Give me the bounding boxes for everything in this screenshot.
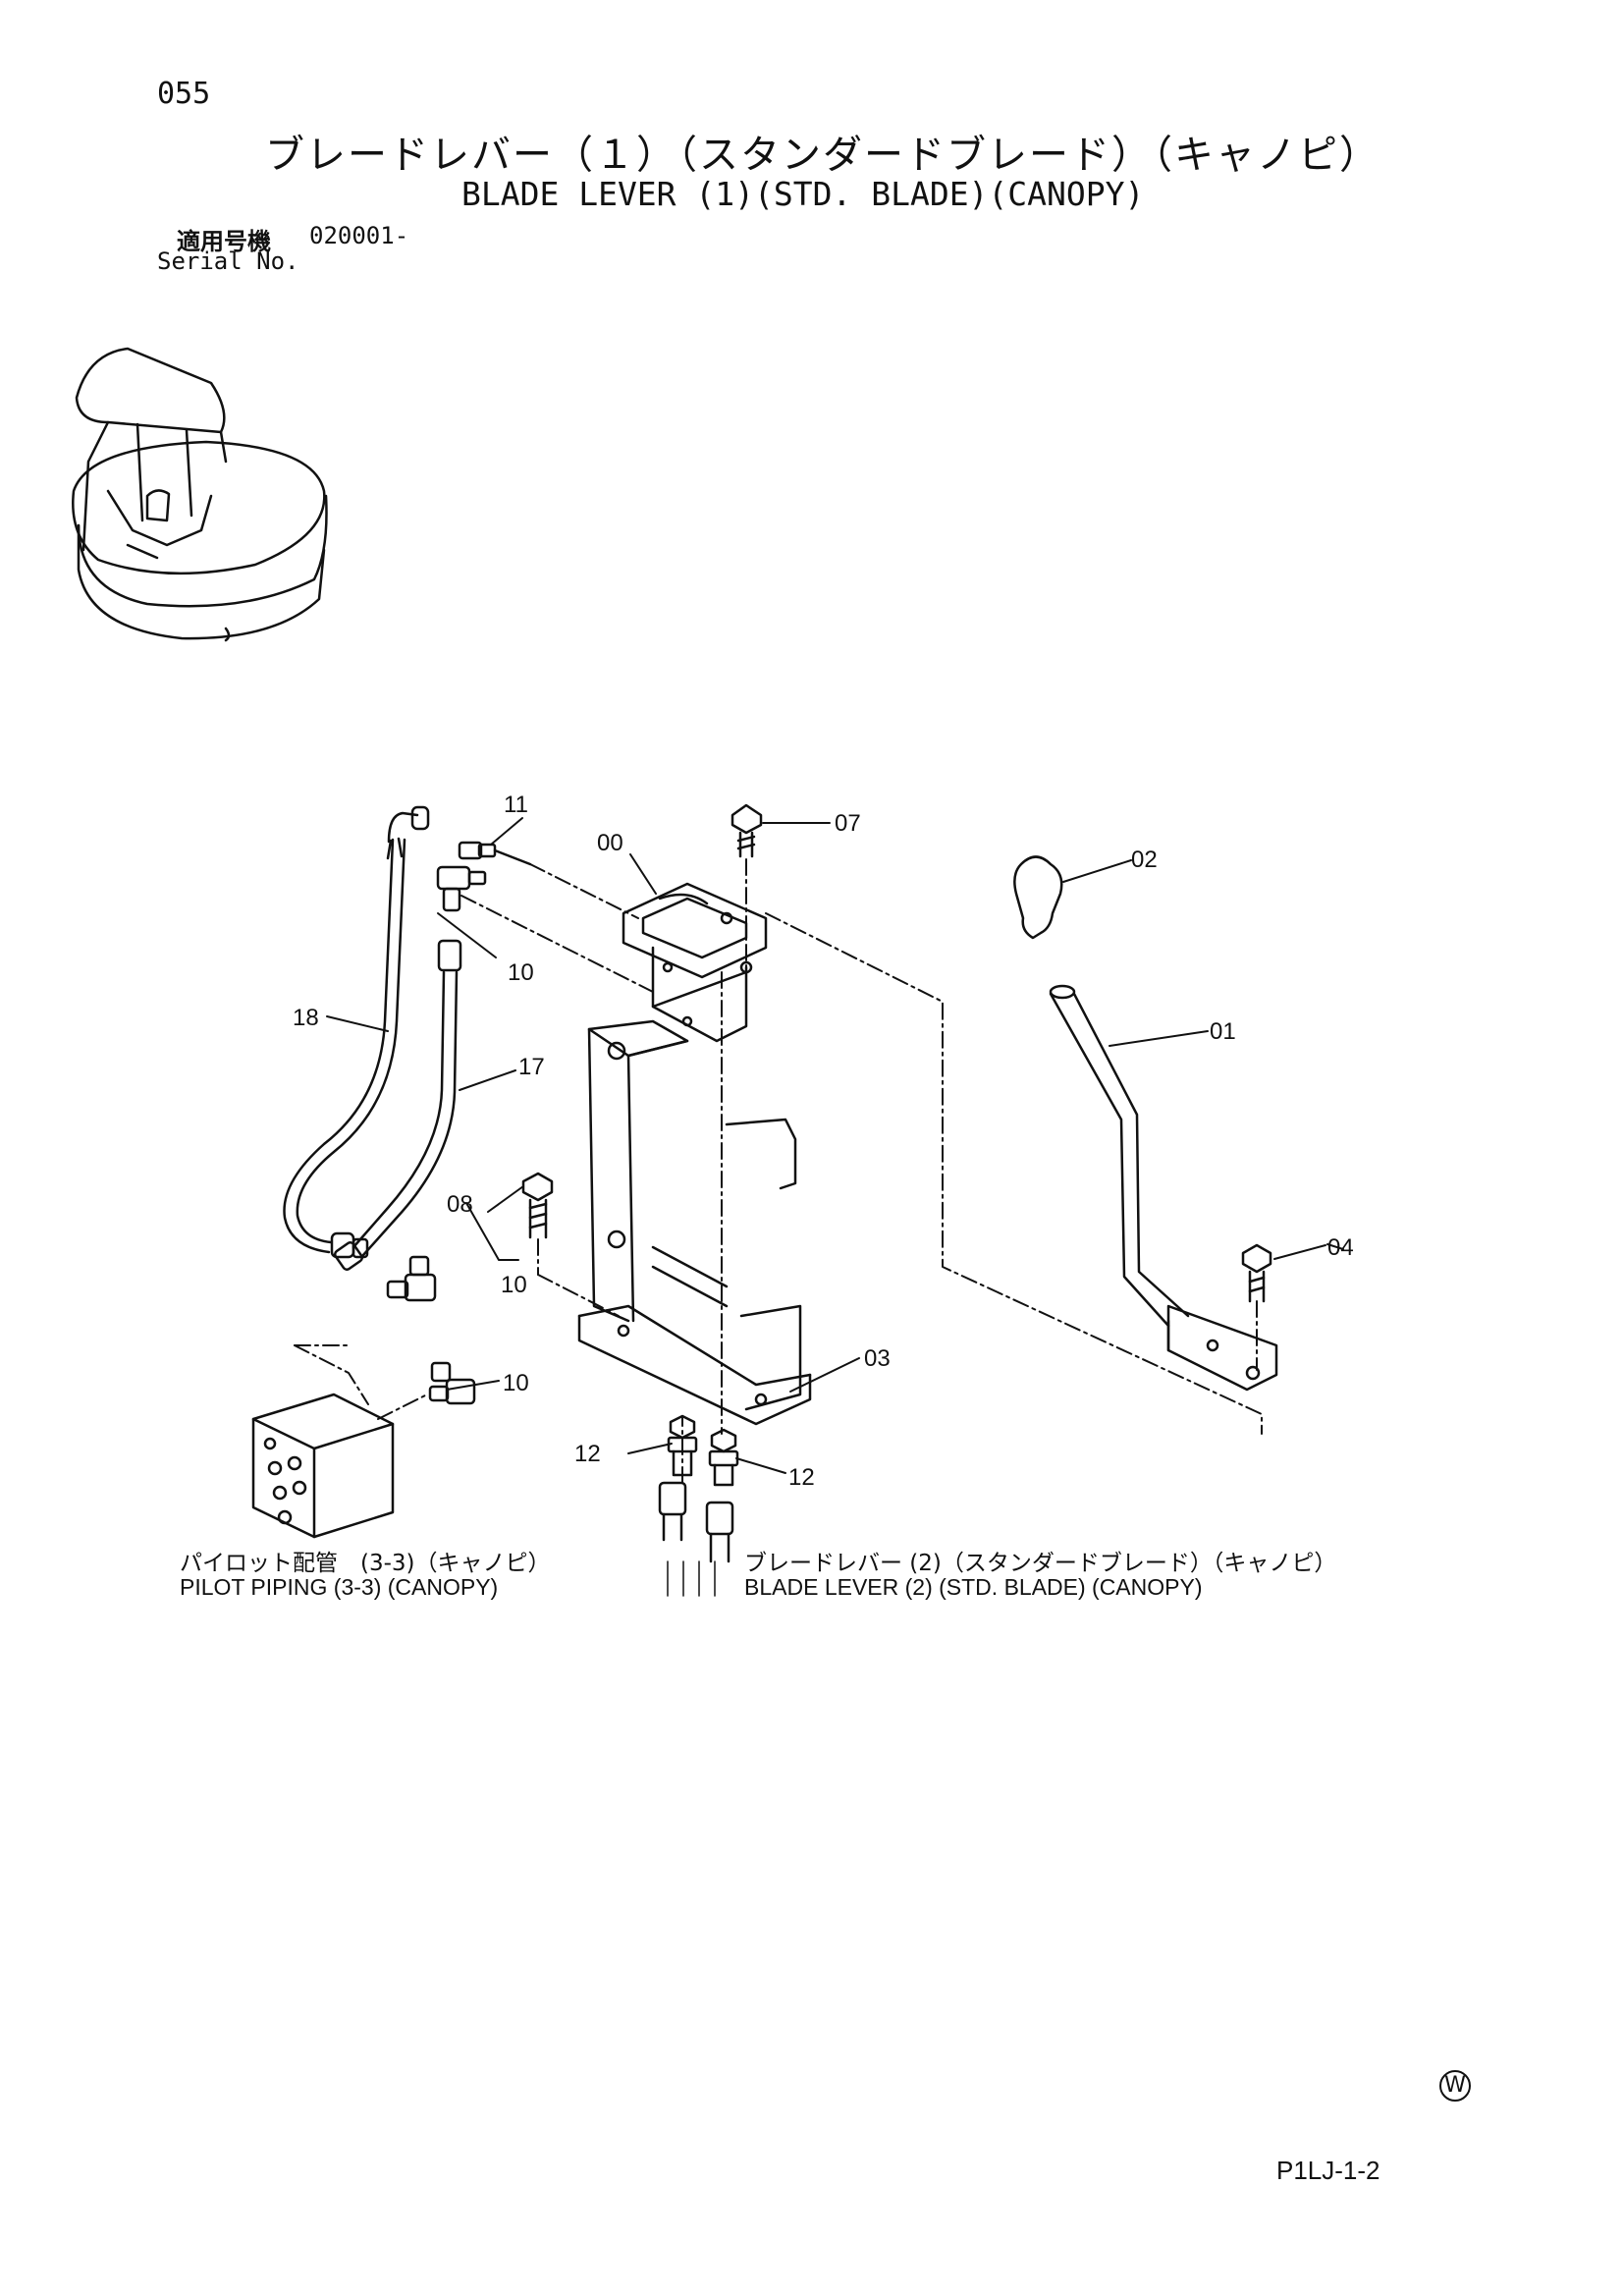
- w-circle-mark: W: [1439, 2070, 1471, 2102]
- reference-stubs: [667, 1560, 716, 1597]
- callout-01: 01: [1210, 1018, 1236, 1045]
- serial-label-japanese: 適用号機: [177, 228, 271, 255]
- part-08-bolt: [521, 1172, 554, 1239]
- leader-lines: [326, 817, 1344, 1474]
- part-07-bolt: [730, 803, 763, 858]
- part-12-fitting-right: [708, 1428, 739, 1487]
- part-10-elbow-middle: [386, 1255, 437, 1302]
- part-00-pilot-valve: [622, 882, 768, 1043]
- part-02-knob: [1013, 855, 1063, 940]
- pipe-17: [334, 939, 462, 1271]
- callout-10-upper: 10: [508, 959, 534, 986]
- part-04-bolt: [1241, 1243, 1272, 1303]
- callout-10-middle: 10: [501, 1272, 527, 1298]
- callout-02: 02: [1131, 847, 1158, 873]
- callout-00: 00: [597, 830, 623, 856]
- serial-number-value: 020001-: [309, 222, 409, 249]
- reference-pilot-piping-english: PILOT PIPING (3-3) (CANOPY): [180, 1574, 499, 1600]
- callout-18: 18: [293, 1005, 319, 1031]
- page-title-japanese: ブレードレバー（１）（スタンダードブレード）（キャノピ）: [265, 133, 1380, 178]
- document-code: P1LJ-1-2: [1276, 2156, 1380, 2185]
- part-10-elbow-lower: [428, 1361, 476, 1405]
- callout-03: 03: [864, 1345, 891, 1372]
- part-01-lever: [1049, 984, 1278, 1392]
- callout-08: 08: [447, 1191, 473, 1218]
- callout-07: 07: [835, 810, 861, 837]
- callout-11: 11: [504, 792, 528, 818]
- callout-10-lower: 10: [503, 1370, 529, 1396]
- callout-12-left: 12: [574, 1441, 601, 1467]
- assembly-lines: [294, 858, 1263, 1484]
- machine-location-thumbnail: [72, 347, 328, 642]
- callout-04: 04: [1327, 1234, 1354, 1261]
- callout-12-right: 12: [788, 1464, 815, 1491]
- serial-label-english: Serial No.: [157, 247, 299, 275]
- reference-blade-lever-2-japanese: ブレードレバー (2)（スタンダードブレード）（キャノピ）: [744, 1551, 1337, 1576]
- part-03-bracket: [577, 1019, 812, 1426]
- part-10-elbow-upper: [436, 865, 487, 912]
- page-number: 055: [157, 77, 211, 111]
- part-11-fitting: [458, 841, 532, 866]
- callout-17: 17: [518, 1054, 545, 1080]
- reference-pilot-piping-japanese: パイロット配管 (3-3)（キャノピ）: [180, 1551, 551, 1576]
- hose-ends: [658, 1481, 734, 1563]
- page-title-english: BLADE LEVER (1)(STD. BLADE)(CANOPY): [461, 175, 1145, 213]
- reference-blade-lever-2-english: BLADE LEVER (2) (STD. BLADE) (CANOPY): [744, 1574, 1203, 1600]
- pilot-manifold-block: [251, 1393, 395, 1539]
- pipe-18: [283, 805, 430, 1259]
